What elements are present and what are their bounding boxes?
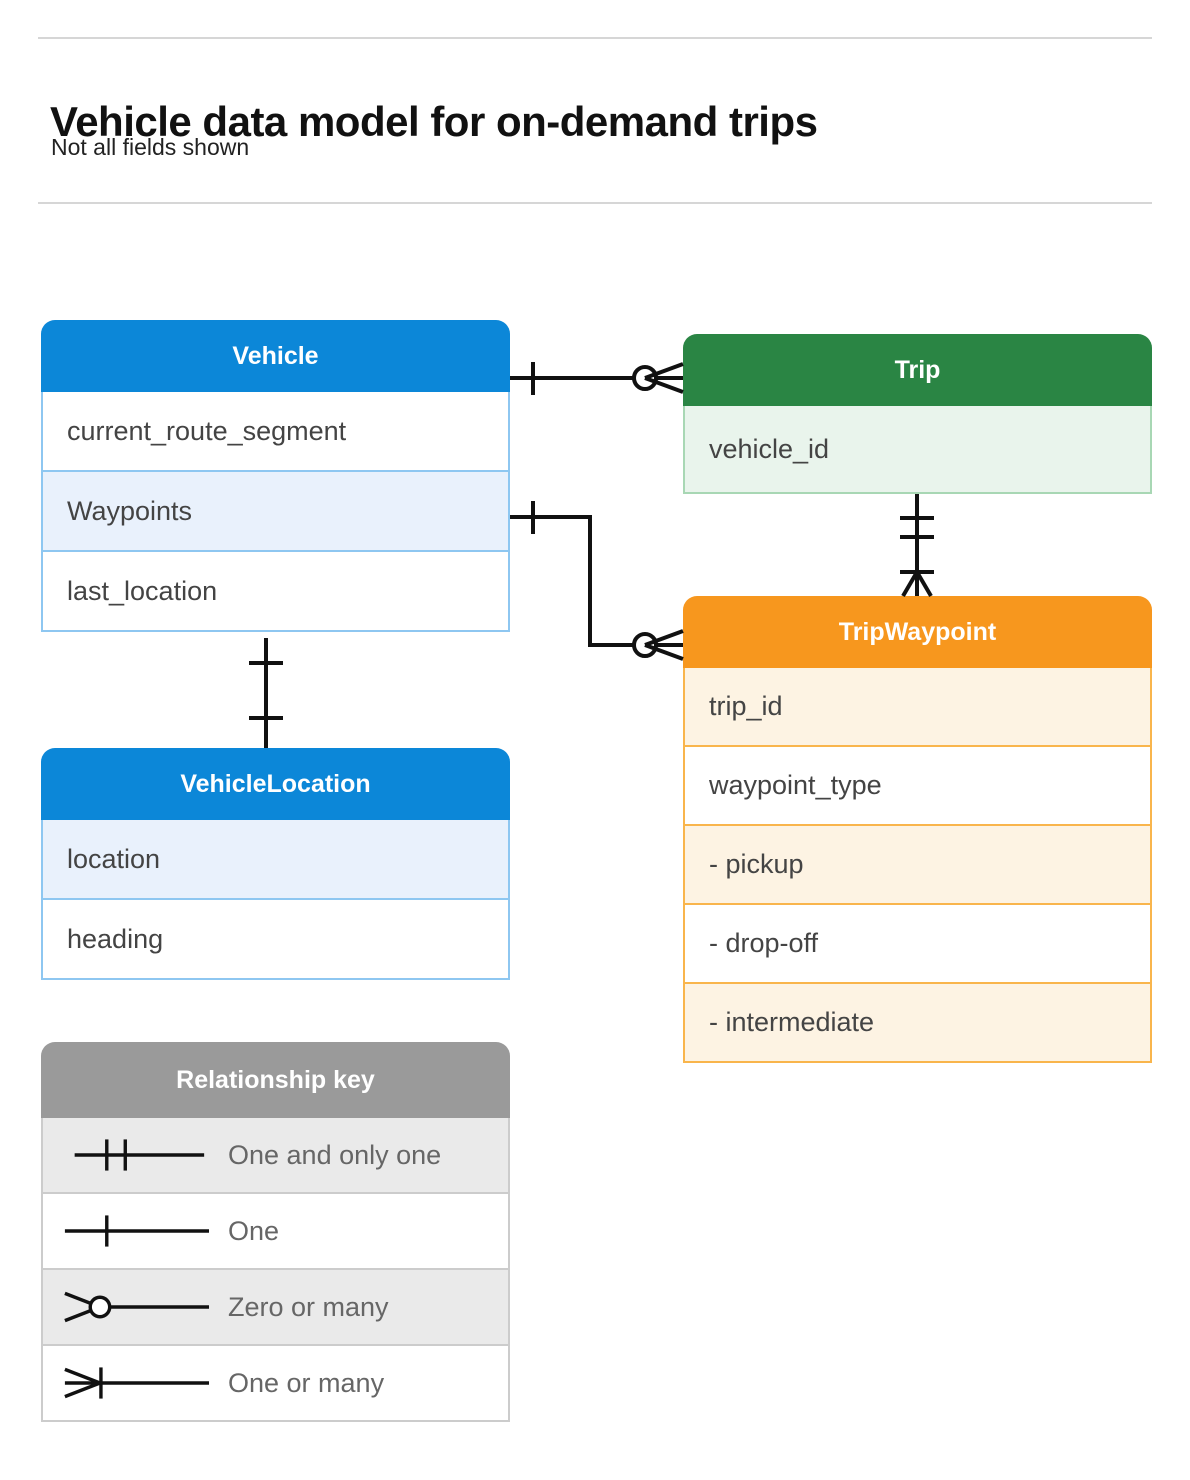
- legend-title: Relationship key: [41, 1042, 510, 1118]
- entity-vehiclelocation-title: VehicleLocation: [41, 748, 510, 820]
- legend-item-one: One: [41, 1194, 510, 1270]
- legend-item-one-and-only-one: One and only one: [41, 1118, 510, 1194]
- field-waypoints: Waypoints: [41, 472, 510, 552]
- relationship-key-legend: Relationship key One and only one One: [41, 1042, 510, 1422]
- legend-item-zero-or-many: Zero or many: [41, 1270, 510, 1346]
- relationship-vehicle-vehiclelocation: [249, 638, 283, 748]
- one-icon: [64, 1215, 210, 1247]
- bottom-divider: [38, 202, 1152, 204]
- field-trip-id: trip_id: [683, 668, 1152, 747]
- legend-label: One: [228, 1215, 280, 1246]
- legend-label: One or many: [228, 1367, 385, 1398]
- entity-vehicle[interactable]: Vehicle current_route_segment Waypoints …: [41, 320, 510, 632]
- field-waypoint-type-dropoff: - drop-off: [683, 905, 1152, 984]
- field-waypoint-type-pickup: - pickup: [683, 826, 1152, 905]
- relationship-waypoints-tripwaypoint: [510, 501, 684, 661]
- field-current-route-segment: current_route_segment: [41, 392, 510, 472]
- entity-vehiclelocation[interactable]: VehicleLocation location heading: [41, 748, 510, 980]
- field-heading: heading: [41, 900, 510, 980]
- page-subtitle: Not all fields shown: [51, 134, 250, 160]
- field-location: location: [41, 820, 510, 900]
- legend-item-one-or-many: One or many: [41, 1346, 510, 1422]
- one-or-many-icon: [64, 1367, 210, 1399]
- relationship-vehicle-trip: [510, 362, 684, 395]
- field-last-location: last_location: [41, 552, 510, 632]
- top-divider: [38, 37, 1152, 39]
- field-waypoint-type-intermediate: - intermediate: [683, 984, 1152, 1063]
- legend-label: Zero or many: [228, 1291, 389, 1322]
- entity-trip[interactable]: Trip vehicle_id: [683, 334, 1152, 494]
- relationship-trip-tripwaypoint: [900, 494, 934, 598]
- entity-vehicle-title: Vehicle: [41, 320, 510, 392]
- one-and-only-one-icon: [74, 1139, 205, 1171]
- page-title: Vehicle data model for on-demand trips: [50, 98, 818, 146]
- entity-trip-title: Trip: [683, 334, 1152, 406]
- field-waypoint-type: waypoint_type: [683, 747, 1152, 826]
- entity-tripwaypoint[interactable]: TripWaypoint trip_id waypoint_type - pic…: [683, 596, 1152, 1063]
- zero-or-many-icon: [64, 1291, 210, 1323]
- entity-tripwaypoint-title: TripWaypoint: [683, 596, 1152, 668]
- legend-label: One and only one: [228, 1139, 442, 1170]
- field-vehicle-id: vehicle_id: [683, 406, 1152, 494]
